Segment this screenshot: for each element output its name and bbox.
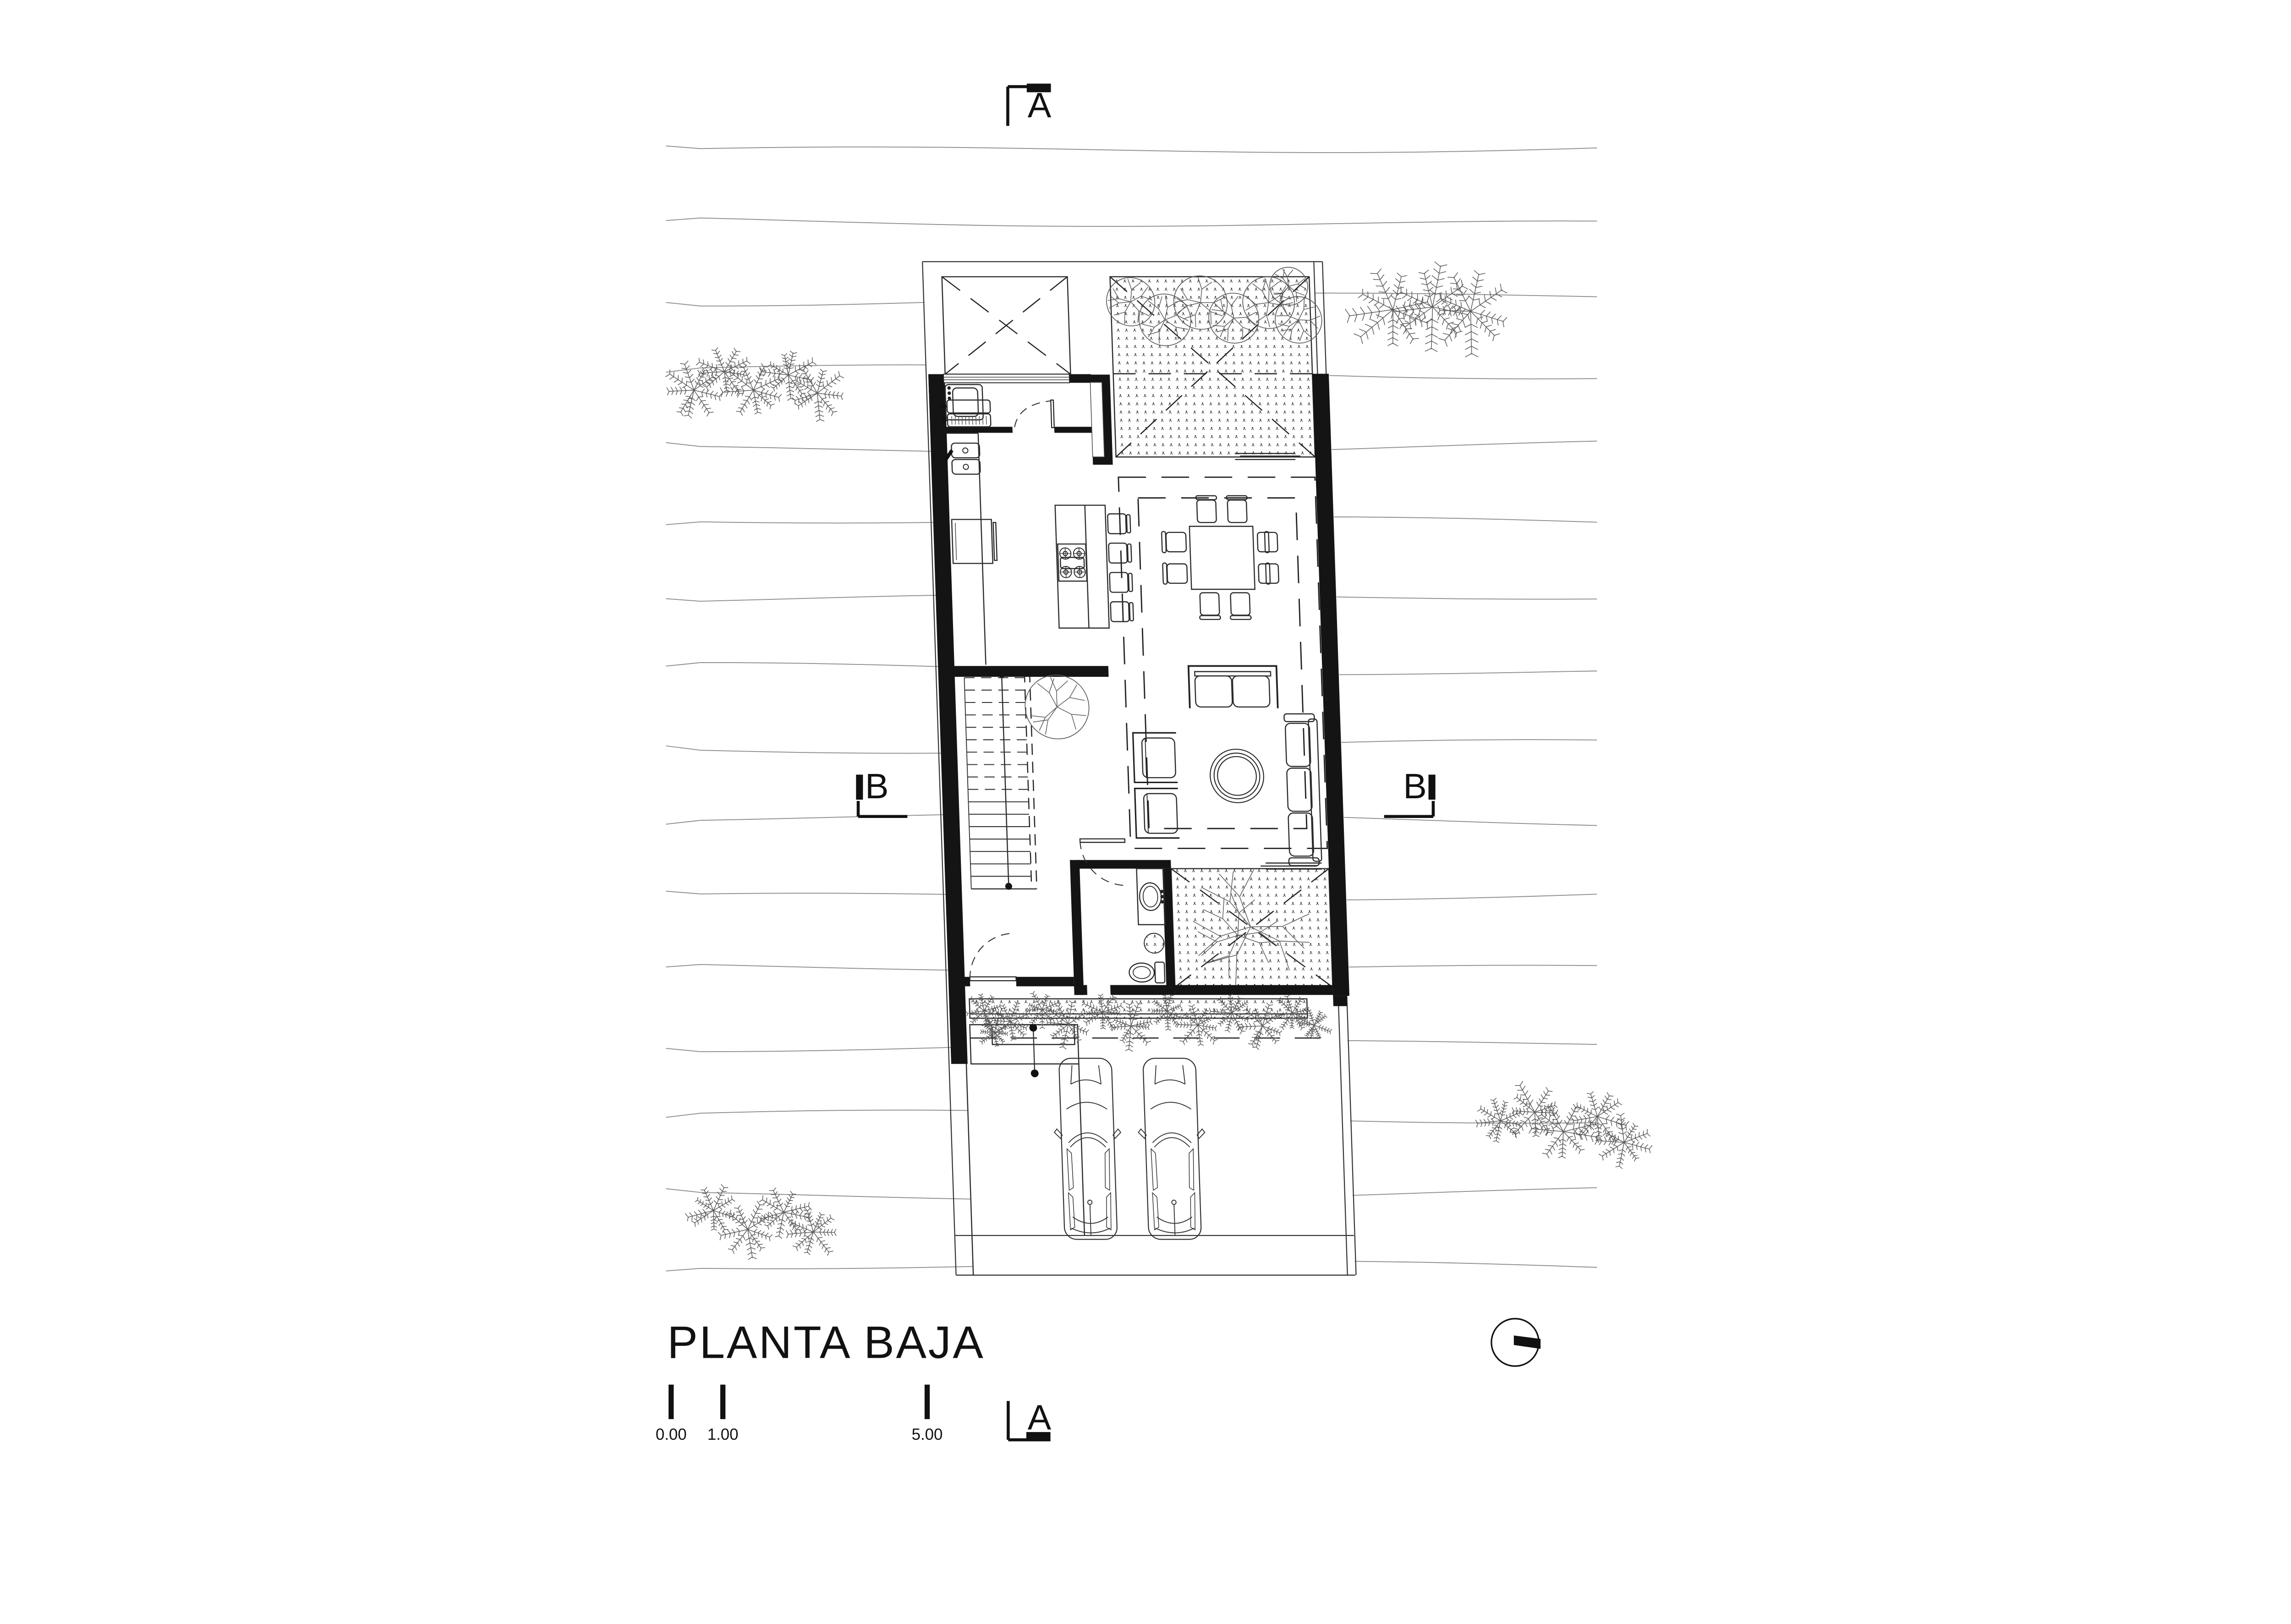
scale-tick-label-0: 0.00	[656, 1426, 687, 1443]
palm-tree-icon	[1510, 1081, 1559, 1138]
palm-tree-icon	[965, 993, 1004, 1030]
palm-tree-icon	[1151, 993, 1184, 1031]
palm-tree-icon	[1026, 991, 1060, 1029]
section-label-b-left: B	[865, 767, 888, 806]
doors	[969, 399, 1127, 982]
graphic-scale-bar: 0.00 1.00 5.00	[656, 1384, 943, 1443]
tree-icon	[1245, 278, 1293, 328]
palm-tree-icon	[757, 1187, 812, 1239]
palm-tree-icon	[1110, 1000, 1153, 1052]
palm-tree-icon	[785, 1208, 837, 1256]
palm-tree-icon	[979, 1017, 1011, 1047]
furniture	[940, 384, 1322, 1077]
north-orientation-icon	[1491, 1318, 1541, 1367]
tree-icon	[1142, 295, 1189, 344]
contour-line	[666, 145, 1597, 153]
palm-tree-icon	[1176, 1004, 1218, 1046]
tree-icon	[1197, 893, 1281, 977]
palm-tree-icon	[1436, 270, 1507, 357]
vegetation	[665, 261, 1653, 1260]
palm-tree-icon	[665, 360, 723, 419]
palm-tree-icon	[1081, 993, 1124, 1031]
walls	[928, 373, 1350, 1064]
palm-tree-icon	[1209, 993, 1250, 1035]
car-top-view	[1053, 1058, 1122, 1240]
palm-tree-icon	[685, 1184, 735, 1233]
palm-tree-icon	[718, 1201, 773, 1260]
tree-icon	[1211, 296, 1257, 341]
palm-tree-icon	[989, 1001, 1032, 1041]
plan-title: PLANTA BAJA	[667, 1317, 985, 1368]
plan-sheet: A A B B PLANTA BAJA 0.00 1.00 5.00	[655, 83, 1653, 1444]
tree-icon	[1107, 279, 1152, 324]
section-label-a-top: A	[1028, 86, 1052, 125]
palm-tree-icon	[1236, 1002, 1283, 1050]
tree-icon	[1276, 298, 1321, 341]
section-label-a-bottom: A	[1028, 1398, 1052, 1437]
palm-tree-icon	[1595, 1113, 1653, 1169]
scale-tick-label-1: 1.00	[707, 1426, 739, 1443]
palm-tree-icon	[1475, 1097, 1524, 1143]
palm-tree-icon	[1298, 1009, 1332, 1039]
section-marker-b-right	[1384, 774, 1436, 818]
palm-tree-icon	[792, 366, 844, 422]
car-top-view	[1138, 1058, 1206, 1240]
contour-line	[666, 217, 1597, 227]
floor-plan-canvas: A A B B PLANTA BAJA 0.00 1.00 5.00	[655, 83, 1653, 1444]
tree-icon	[1030, 677, 1086, 735]
palm-tree-icon	[1529, 1102, 1600, 1159]
cars	[1053, 1058, 1206, 1240]
tree-icon	[1273, 269, 1306, 302]
section-marker-b-left	[856, 774, 908, 818]
palm-tree-icon	[1571, 1091, 1629, 1145]
staircase	[964, 670, 1031, 890]
site-plan-group	[665, 261, 1653, 1276]
section-label-b-right: B	[1403, 767, 1426, 806]
section-marker-a-bottom	[1007, 1401, 1051, 1442]
palm-tree-icon	[720, 363, 784, 416]
palm-tree-icon	[1046, 1000, 1089, 1050]
section-marker-a-top	[1006, 83, 1051, 126]
palm-tree-icon	[1274, 994, 1310, 1031]
section-markers	[856, 83, 1436, 1442]
palm-tree-icon	[758, 351, 817, 401]
scale-tick-label-5: 5.00	[912, 1426, 943, 1443]
